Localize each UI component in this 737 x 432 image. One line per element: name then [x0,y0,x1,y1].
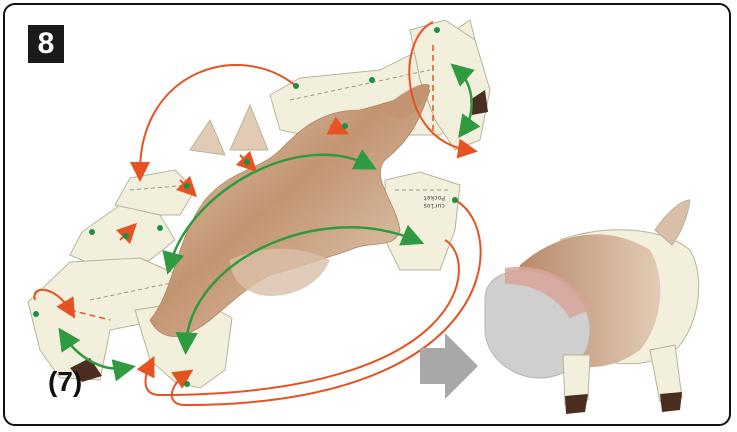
green-arrows [58,63,481,382]
red-arrow-inner-loop [136,239,460,397]
red-arrow-left-loop [33,288,76,319]
glue-dots [33,27,458,387]
model-neck-flap [505,266,590,318]
assembled-model [484,199,700,414]
model-leg-front [562,354,591,406]
fold-lines [89,69,450,301]
model-tail [654,199,691,246]
red-arrow-head-loop [408,21,478,159]
paper-net: Pocket curios [27,19,491,389]
red-arrow-right-loop [170,199,482,407]
green-arrow-leg [58,327,136,382]
net-tab-ear-2 [229,103,269,151]
red-fold-line-2 [69,309,111,321]
step-number-badge: 8 [28,25,64,63]
part-label-line1: Pocket [423,194,445,201]
red-arrow-top-loop [130,64,297,182]
net-tab-ear-1 [189,118,226,156]
model-hoof-rear [660,392,682,412]
red-arrow-tab-3 [326,116,349,135]
part-label-line2: curios [423,202,445,209]
model-leg-rear [649,344,683,403]
green-arrow-head [450,63,481,139]
gray-right-arrow-icon [420,333,478,399]
reference-step-label: (7) [48,366,83,397]
net-head-fur [380,84,430,120]
green-arrow-lower [175,224,425,355]
model-hoof-front [565,394,588,414]
